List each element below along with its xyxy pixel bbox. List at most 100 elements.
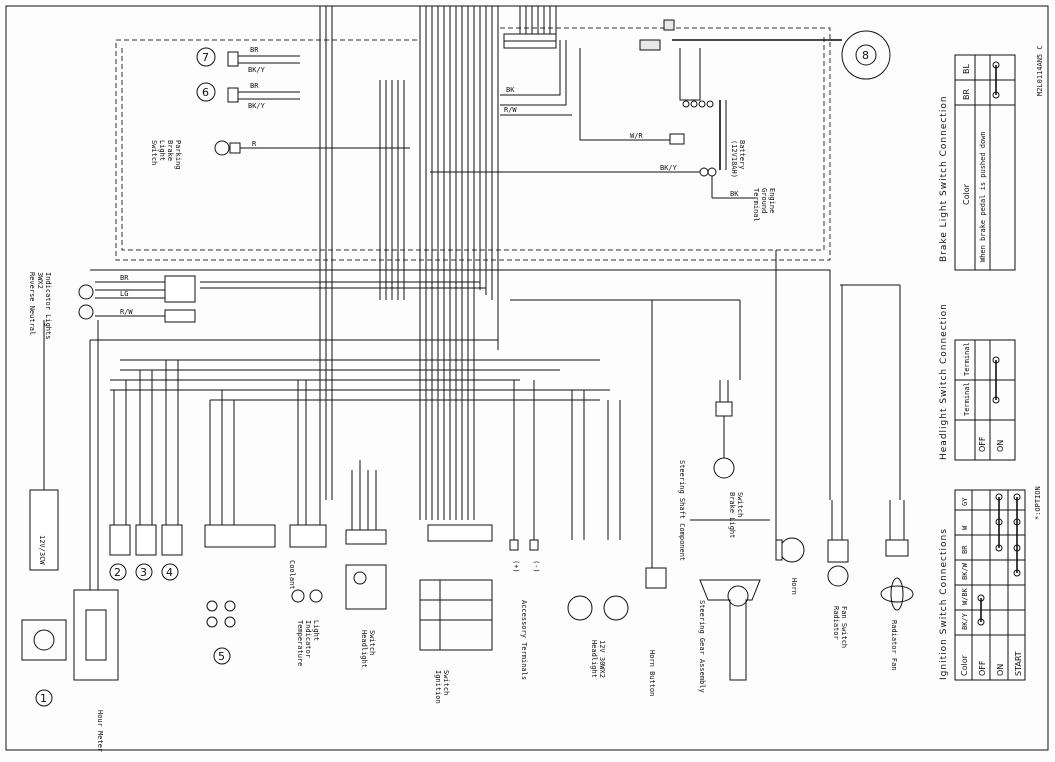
callout-1: 1 — [40, 692, 47, 705]
svg-text:ON: ON — [996, 664, 1005, 676]
svg-text:Terminal: Terminal — [963, 382, 971, 416]
svg-text:Light: Light — [312, 620, 320, 641]
svg-text:Switch: Switch — [736, 492, 744, 517]
connectors-2-3-4: 2 3 4 — [109, 360, 183, 581]
radiator-fan — [880, 500, 914, 611]
document-code: M2L0114AN5 C — [1036, 45, 1044, 96]
parking-brake-switch: R Parking Brake Light Switch — [150, 140, 410, 170]
svg-text:3WX2: 3WX2 — [36, 272, 44, 289]
svg-text:Terminal: Terminal — [963, 342, 971, 376]
svg-text:Parking: Parking — [174, 140, 182, 170]
headlight-switch — [345, 460, 387, 610]
svg-text:Ignition: Ignition — [434, 670, 442, 704]
svg-text:Temperature: Temperature — [296, 620, 304, 666]
svg-text:BK/Y: BK/Y — [248, 66, 266, 74]
svg-text:Steering Shaft Component: Steering Shaft Component — [678, 460, 686, 561]
svg-text:BK: BK — [730, 190, 739, 198]
accessory-terminals: (+) (-) — [509, 380, 540, 573]
svg-text:W: W — [961, 525, 969, 530]
svg-text:Horn: Horn — [790, 578, 798, 595]
svg-text:Brake Light Switch Connection: Brake Light Switch Connection — [939, 95, 949, 262]
svg-text:Hour Meter: Hour Meter — [96, 710, 104, 752]
brake-light-table: Brake Light Switch Connection Color BR B… — [939, 54, 1016, 271]
svg-text:Steering Gear Assembly: Steering Gear Assembly — [698, 600, 706, 693]
svg-text:Indicator Lights: Indicator Lights — [44, 272, 52, 339]
relay-area: W/R BK R/W — [500, 19, 830, 145]
frame — [5, 5, 1049, 751]
svg-text:BR: BR — [250, 46, 259, 54]
horn-button — [645, 300, 667, 589]
ignition-switch — [419, 524, 493, 651]
svg-text:Engine: Engine — [768, 188, 776, 213]
svg-text:Light: Light — [158, 140, 166, 161]
svg-text:Color: Color — [960, 654, 969, 676]
harness-verticals — [319, 6, 557, 520]
svg-text:Headlight Switch Connection: Headlight Switch Connection — [939, 303, 949, 460]
svg-text:BK: BK — [506, 86, 515, 94]
svg-text:OFF: OFF — [978, 436, 987, 452]
svg-text:Ground: Ground — [760, 188, 768, 213]
svg-text:Accessory Terminals: Accessory Terminals — [520, 600, 528, 680]
svg-text:BK/Y: BK/Y — [660, 164, 678, 172]
svg-text:3: 3 — [140, 566, 147, 579]
svg-text:Reverse Neutral: Reverse Neutral — [28, 272, 36, 335]
svg-text:(-): (-) — [532, 560, 540, 573]
svg-text:Brake Light: Brake Light — [728, 492, 736, 538]
connector-7: 7 BR BK/Y — [196, 46, 300, 74]
steering-gear — [690, 519, 770, 681]
callout-5: 5 — [218, 650, 225, 663]
svg-text:BK/Y: BK/Y — [961, 612, 969, 630]
svg-text:R: R — [252, 140, 257, 148]
svg-text:Ignition Switch Connections: Ignition Switch Connections — [939, 528, 949, 680]
component-5: 5 — [204, 390, 276, 665]
svg-text:Radiator: Radiator — [832, 606, 840, 640]
svg-text:Battery: Battery — [738, 140, 746, 170]
svg-text:Radiator Fan: Radiator Fan — [890, 620, 898, 671]
svg-text:BK/W: BK/W — [961, 562, 969, 580]
headlight-table: Headlight Switch Connection Terminal Ter… — [939, 303, 1016, 461]
svg-text:Headlight: Headlight — [360, 630, 368, 668]
svg-text:Color: Color — [962, 183, 971, 205]
svg-text:LG: LG — [120, 290, 128, 298]
brake-light-switch — [713, 380, 735, 479]
svg-text:BR: BR — [962, 89, 971, 100]
svg-text:12V 30WX2: 12V 30WX2 — [598, 640, 606, 678]
svg-text:Horn Button: Horn Button — [648, 650, 656, 696]
housing-dashed — [115, 27, 831, 261]
svg-text:W/R: W/R — [630, 132, 643, 140]
svg-text:BL: BL — [962, 64, 971, 74]
svg-text:Fan Switch: Fan Switch — [840, 606, 848, 648]
connector-6: 6 BR BK/Y — [196, 82, 300, 110]
svg-text:ON: ON — [996, 440, 1005, 452]
svg-text:Switch: Switch — [368, 630, 376, 655]
svg-text:START: START — [1014, 651, 1023, 676]
svg-text:BR: BR — [961, 545, 969, 554]
headlights — [567, 390, 629, 621]
starter-motor-8: 8 — [830, 30, 891, 80]
svg-text:(12V18AH): (12V18AH) — [730, 140, 738, 178]
svg-text:Terminal: Terminal — [752, 188, 760, 222]
svg-text:BK/Y: BK/Y — [248, 102, 266, 110]
svg-text:4: 4 — [166, 566, 173, 579]
radiator-fan-switch — [827, 285, 849, 587]
hour-meter: 12V/3CW 1 Hour Meter — [21, 320, 119, 752]
svg-text:Switch: Switch — [442, 670, 450, 695]
horn — [775, 537, 805, 563]
svg-text:2: 2 — [114, 566, 121, 579]
svg-text:Coolant: Coolant — [288, 560, 296, 590]
svg-text:W/BK: W/BK — [961, 587, 969, 605]
svg-text:Headlight: Headlight — [590, 640, 598, 678]
svg-text:OFF: OFF — [978, 660, 987, 676]
horizontal-bus — [90, 250, 901, 560]
svg-text:BR: BR — [120, 274, 129, 282]
callout-7: 7 — [202, 51, 209, 64]
svg-text:Switch: Switch — [150, 140, 158, 165]
coolant-indicator — [289, 380, 327, 603]
svg-text:GY: GY — [961, 497, 969, 506]
svg-text:R/W: R/W — [504, 106, 517, 114]
svg-text:(+): (+) — [512, 560, 520, 573]
battery: BK/Y BK Battery (12V18AH) Engine Ground … — [430, 100, 776, 222]
svg-text:When brake pedal is pushed dow: When brake pedal is pushed down — [979, 131, 987, 262]
